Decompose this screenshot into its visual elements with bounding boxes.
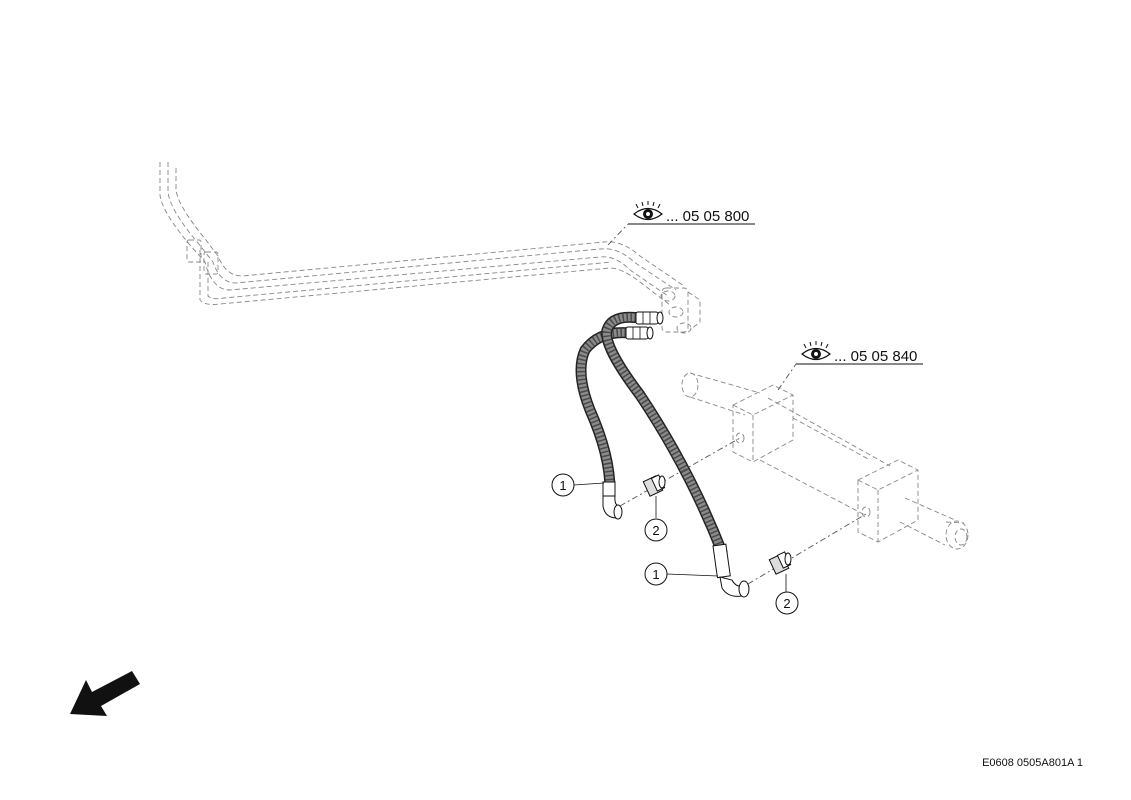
eye-icon [633, 201, 663, 221]
callout-1-upper[interactable]: 1 [551, 473, 605, 497]
reference-840-label: ... 05 05 840 [834, 348, 917, 365]
reference-800-label: ... 05 05 800 [666, 208, 749, 225]
callout-number: 2 [783, 596, 790, 611]
adapter-lower[interactable] [747, 513, 867, 592]
adapter-upper[interactable] [619, 437, 741, 518]
reference-840[interactable]: ... 05 05 840 [777, 341, 923, 391]
hose-right[interactable] [601, 311, 750, 598]
callout-number: 1 [652, 567, 659, 582]
callout-number: 1 [559, 478, 566, 493]
callout-1-lower[interactable]: 1 [644, 562, 719, 586]
callout-2-upper[interactable]: 2 [644, 518, 668, 542]
callout-number: 2 [652, 523, 659, 538]
upstream-pipes [159, 162, 701, 334]
drawing-code: E0608 0505A801A 1 [982, 757, 1083, 769]
cylinder [681, 372, 969, 550]
reference-800[interactable]: ... 05 05 800 [607, 201, 755, 246]
eye-icon [801, 341, 831, 361]
arrow-icon [70, 671, 140, 716]
callout-2-lower[interactable]: 2 [775, 591, 799, 615]
